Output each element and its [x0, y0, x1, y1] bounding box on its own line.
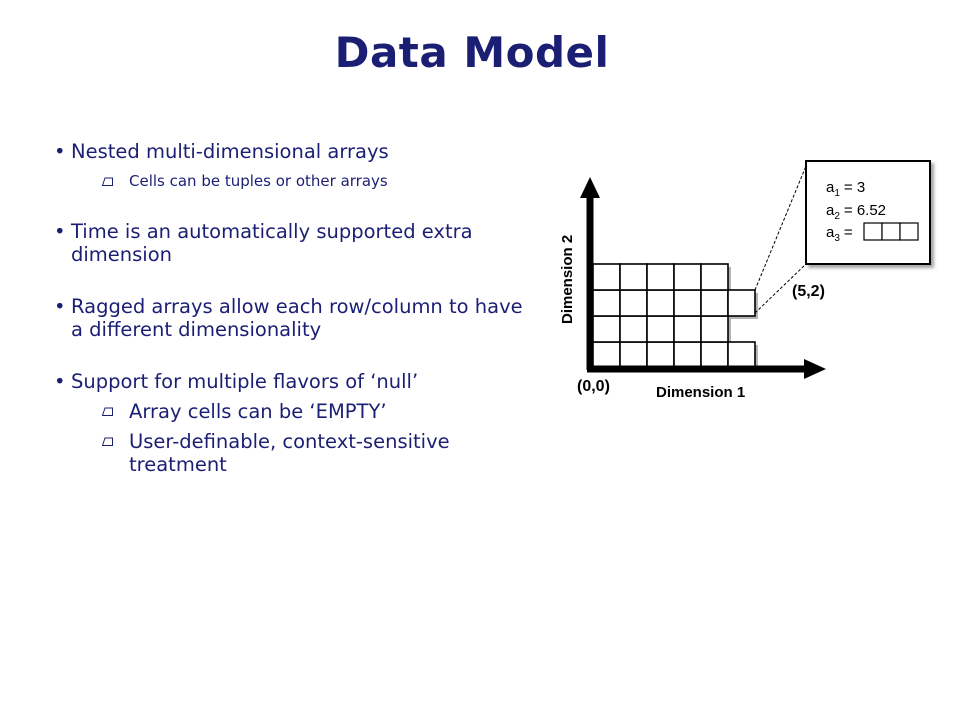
bullet-dot-icon: • [54, 220, 66, 243]
array-cell [619, 315, 648, 343]
sub-bullet-checkbox-icon [102, 437, 113, 446]
x-axis-arrowhead [804, 359, 826, 379]
origin-label: (0,0) [577, 378, 610, 395]
array-cell [673, 341, 702, 369]
subarray-cell [881, 222, 901, 241]
array-cell [700, 289, 729, 317]
bullet-dot-icon: • [54, 370, 66, 393]
array-cell [646, 315, 675, 343]
sub-bullet-text: User-definable, context-sensitive treatm… [129, 430, 450, 476]
bullet-text: Support for multiple flavors of ‘null’ [71, 370, 419, 393]
sub-bullet-text: Cells can be tuples or other arrays [129, 172, 388, 190]
array-cell [592, 289, 621, 317]
array-cell [592, 315, 621, 343]
array-cell [646, 341, 675, 369]
bullet-item: • Nested multi-dimensional arrays [54, 140, 524, 163]
bullet-dot-icon: • [54, 140, 66, 163]
array-cell [700, 315, 729, 343]
callout-box [805, 160, 931, 265]
bullet-item: • Time is an automatically supported ext… [54, 220, 524, 266]
bullet-text: Time is an automatically supported extra… [71, 220, 473, 266]
array-cell [646, 263, 675, 291]
subarray-cell [863, 222, 883, 241]
bullet-item: • Support for multiple flavors of ‘null’ [54, 370, 524, 393]
bullet-list: • Nested multi-dimensional arrays Cells … [54, 140, 524, 476]
callout-line-bottom [754, 263, 807, 314]
sub-bullet-text: Array cells can be ‘EMPTY’ [129, 400, 387, 423]
callout-line-top [754, 165, 807, 291]
bullet-text: Nested multi-dimensional arrays [71, 140, 389, 163]
subarray-cell [899, 222, 919, 241]
callout-a2-label: a2= 6.52 [826, 202, 886, 222]
array-cell [700, 341, 729, 369]
callout-a3-label: a3= [826, 224, 853, 244]
callout-a3-subarray [863, 222, 919, 241]
bullet-dot-icon: • [54, 295, 66, 318]
array-cell [673, 263, 702, 291]
array-cell [619, 263, 648, 291]
bullet-item: • Ragged arrays allow each row/column to… [54, 295, 524, 341]
sub-bullet-checkbox-icon [102, 407, 113, 416]
slide-title: Data Model [334, 28, 610, 77]
array-cell [673, 315, 702, 343]
array-cell [646, 289, 675, 317]
x-axis-label: Dimension 1 [656, 384, 745, 401]
point-label: (5,2) [792, 283, 825, 300]
bullet-text: Ragged arrays allow each row/column to h… [71, 295, 523, 341]
array-cell [727, 341, 756, 369]
array-cell [592, 263, 621, 291]
callout-a1-label: a1= 3 [826, 179, 865, 199]
y-axis-label: Dimension 2 [559, 235, 576, 324]
array-cell [700, 263, 729, 291]
sub-bullet-item: User-definable, context-sensitive treatm… [54, 430, 524, 476]
array-cell [592, 341, 621, 369]
array-grid [592, 263, 758, 371]
array-cell [619, 289, 648, 317]
array-cell [727, 289, 756, 317]
array-cell [619, 341, 648, 369]
y-axis-arrowhead [580, 177, 600, 198]
sub-bullet-item: Array cells can be ‘EMPTY’ [54, 400, 524, 423]
sub-bullet-checkbox-icon [102, 177, 113, 186]
array-cell [673, 289, 702, 317]
sub-bullet-item: Cells can be tuples or other arrays [54, 170, 524, 193]
